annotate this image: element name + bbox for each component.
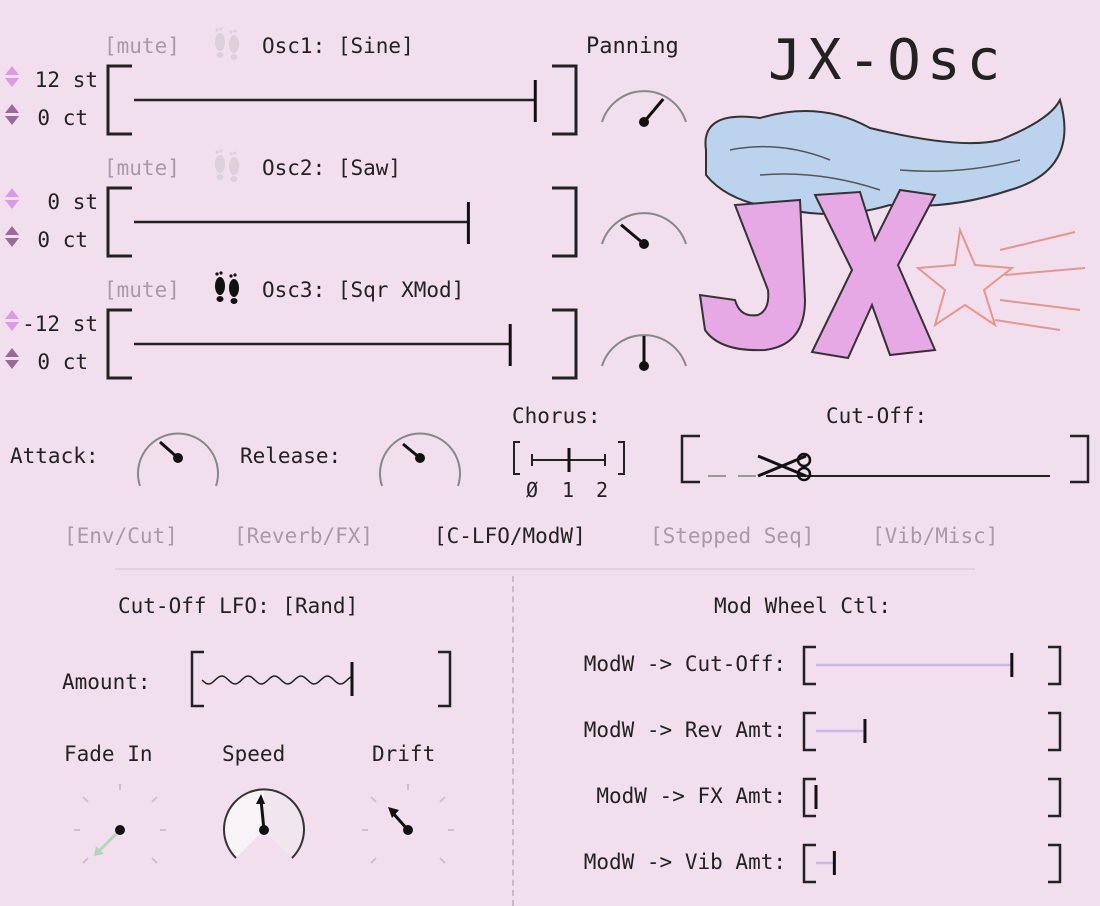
semitone-value: 12 st [34,68,98,92]
mute-button[interactable]: [mute] [104,278,180,302]
modwheel-slider[interactable] [800,842,1070,886]
speed-knob[interactable] [214,780,314,880]
cent-down-icon[interactable] [5,360,19,369]
release-label: Release: [240,444,342,468]
modwheel-row-label: ModW -> Cut-Off: [583,652,786,676]
drift-label: Drift [372,742,436,766]
tab[interactable]: [C-LFO/ModW] [434,524,586,548]
tab[interactable]: [Stepped Seq] [650,524,815,548]
modwheel-slider[interactable] [800,644,1070,688]
cent-up-icon[interactable] [5,104,19,113]
semitone-value: 0 st [47,190,98,214]
chorus-slider[interactable] [510,438,630,488]
semitone-up-icon[interactable] [5,310,19,319]
cent-value: 0 ct [37,228,88,252]
app-title: JX-Osc [768,28,1007,93]
lfo-amount-label: Amount: [62,670,151,694]
tab[interactable]: [Env/Cut] [64,524,178,548]
chorus-label: Chorus: [512,404,601,428]
tab[interactable]: [Vib/Misc] [872,524,999,548]
semitone-down-icon[interactable] [5,322,19,331]
cutoff-label: Cut-Off: [826,404,928,428]
cutoff-slider[interactable] [678,432,1098,492]
footprints-icon[interactable] [208,266,248,306]
osc-waveform-label[interactable]: Osc3: [Sqr XMod] [262,278,465,302]
cent-down-icon[interactable] [5,238,19,247]
attack-knob[interactable] [128,408,228,508]
fade-in-knob[interactable] [70,780,170,880]
modwheel-row-label: ModW -> Rev Amt: [583,718,786,742]
modwheel-slider[interactable] [800,776,1070,820]
osc-waveform-label[interactable]: Osc2: [Saw] [262,156,402,180]
lfo-title: Cut-Off LFO: [Rand] [118,594,359,618]
modwheel-slider[interactable] [800,710,1070,754]
cent-up-icon[interactable] [5,348,19,357]
pan-knob[interactable] [594,318,694,398]
semitone-up-icon[interactable] [5,66,19,75]
tabs-divider [115,568,975,570]
semitone-value: -12 st [22,312,98,336]
cent-up-icon[interactable] [5,226,19,235]
modwheel-title: Mod Wheel Ctl: [714,594,892,618]
cent-down-icon[interactable] [5,116,19,125]
release-knob[interactable] [370,408,470,508]
osc-waveform-label[interactable]: Osc1: [Sine] [262,34,414,58]
modwheel-row-label: ModW -> Vib Amt: [583,850,786,874]
speed-label: Speed [222,742,286,766]
fade-in-label: Fade In [64,742,153,766]
panning-label: Panning [586,34,679,59]
footprints-icon[interactable] [208,144,248,184]
semitone-up-icon[interactable] [5,188,19,197]
osc-level-slider[interactable] [104,62,584,138]
pan-knob[interactable] [594,196,694,276]
semitone-down-icon[interactable] [5,78,19,87]
footprints-icon[interactable] [208,22,248,62]
panel-divider [512,576,514,906]
cent-value: 0 ct [37,350,88,374]
cent-value: 0 ct [37,106,88,130]
scissors-icon [757,452,812,482]
modwheel-row-label: ModW -> FX Amt: [596,784,786,808]
chorus-tick-2: 2 [596,478,609,502]
mute-button[interactable]: [mute] [104,34,180,58]
semitone-down-icon[interactable] [5,200,19,209]
osc-level-slider[interactable] [104,306,584,382]
drift-knob[interactable] [358,780,458,880]
tab[interactable]: [Reverb/FX] [234,524,374,548]
chorus-tick-0: Ø [526,478,539,502]
mute-button[interactable]: [mute] [104,156,180,180]
osc-level-slider[interactable] [104,184,584,260]
chorus-tick-1: 1 [562,478,575,502]
pan-knob[interactable] [594,74,694,154]
lfo-amount-slider[interactable] [188,648,458,712]
attack-label: Attack: [10,444,99,468]
